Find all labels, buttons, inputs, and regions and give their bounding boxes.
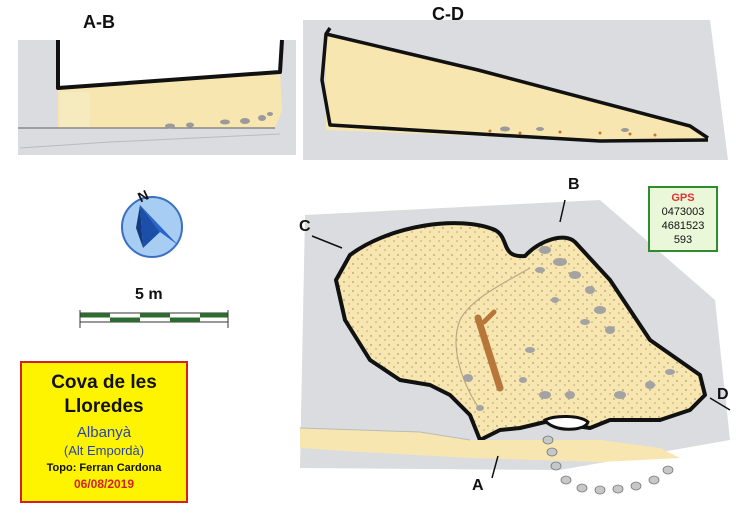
topo-credit: Topo: Ferran Cardona <box>46 462 162 474</box>
cave-name-line1: Cova de les <box>51 372 157 393</box>
scale-bar <box>79 310 229 328</box>
gps-x: 0473003 <box>661 206 705 218</box>
section-cd-label: C-D <box>432 4 464 24</box>
section-ab-label: A-B <box>83 12 115 32</box>
scale-label: 5 m <box>135 286 163 303</box>
section-cd <box>303 20 728 160</box>
gps-box: GPS 0473003 4681523 593 <box>648 186 718 252</box>
section-ab <box>18 39 296 155</box>
gps-z: 593 <box>673 234 693 246</box>
place-name: Albanyà <box>76 424 132 441</box>
north-arrow-icon <box>121 196 183 258</box>
point-a-label: A <box>472 477 484 494</box>
point-d-label: D <box>717 386 729 403</box>
survey-date: 06/08/2019 <box>73 477 135 491</box>
title-box: Cova de les Lloredes Albanyà (Alt Empord… <box>20 361 188 503</box>
cave-plan <box>299 199 731 495</box>
cave-name-line2: Lloredes <box>64 396 144 417</box>
point-c-label: C <box>299 218 311 235</box>
gps-y: 4681523 <box>661 220 705 232</box>
gps-title: GPS <box>671 192 695 204</box>
point-b-label: B <box>568 176 580 193</box>
region-name: (Alt Empordà) <box>63 443 145 458</box>
